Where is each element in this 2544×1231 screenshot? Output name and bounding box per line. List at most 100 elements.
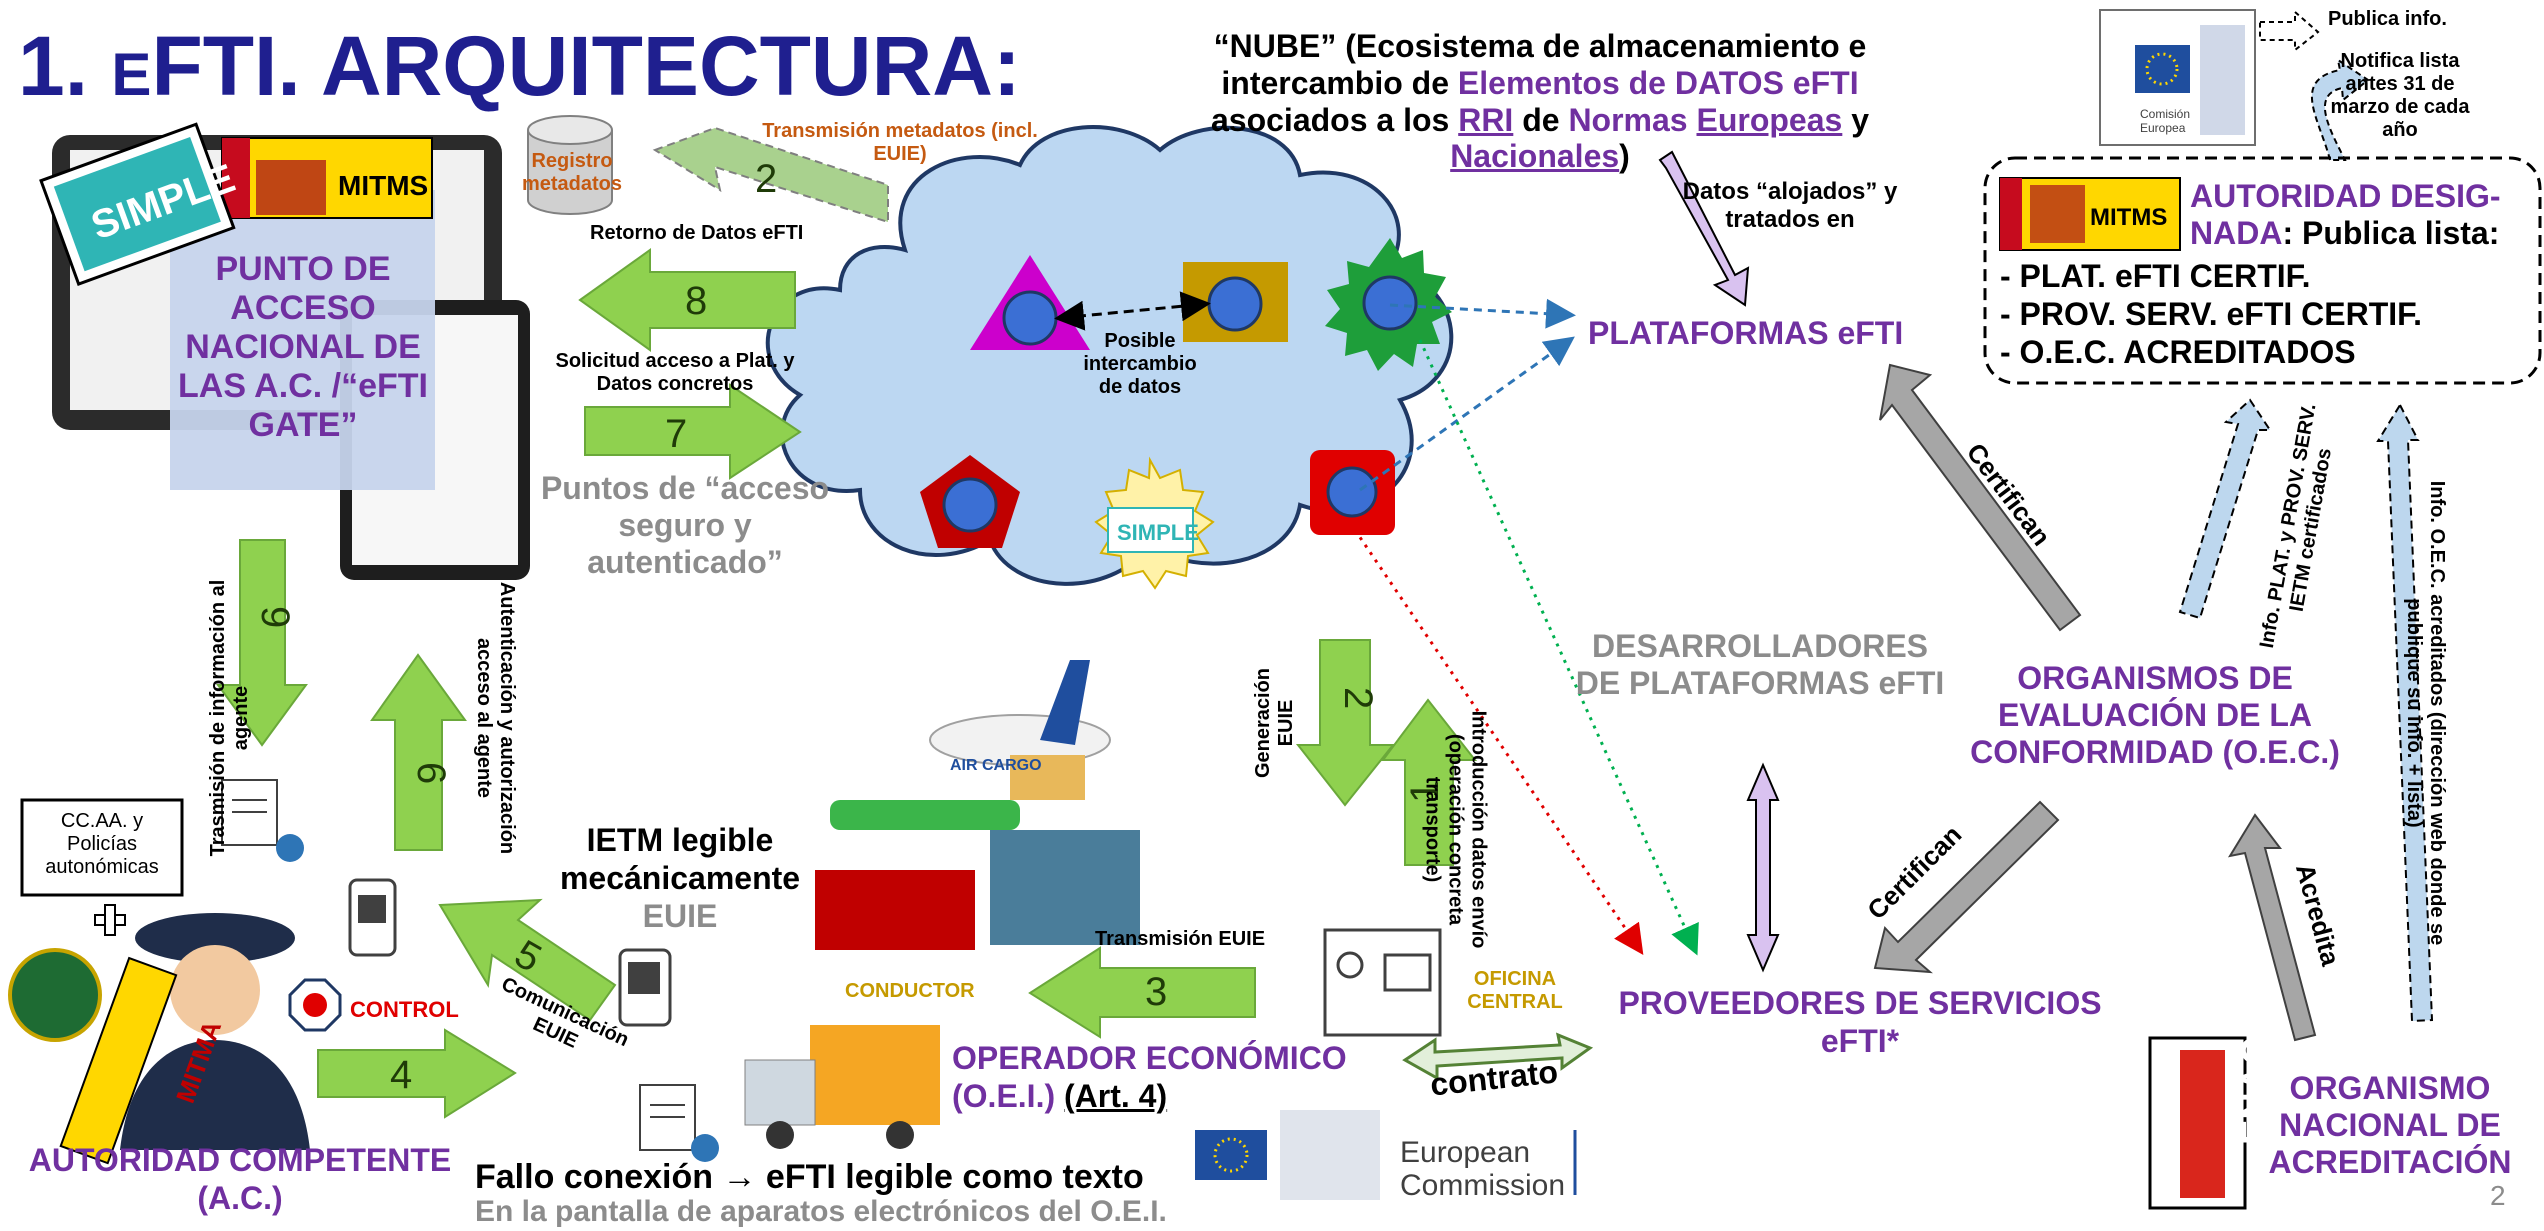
arrow-8-label: Retorno de Datos eFTI [590, 222, 804, 244]
arrow-2-euie-shape [1295, 639, 1396, 807]
autoridad-designada-title: AUTORIDAD DESIG-NADA: Publica lista: [2190, 178, 2501, 251]
desarrolladores-arrow [1746, 762, 1780, 973]
control-label: CONTROL [350, 997, 459, 1022]
arrow-1-shape [1381, 698, 1478, 866]
designada-item-2: - PROV. SERV. eFTI CERTIF. [2000, 296, 2423, 332]
database-cylinder-icon [527, 115, 613, 215]
autoridad-designada-box [1983, 156, 2542, 385]
ietm-line3: EUIE [642, 898, 718, 934]
plus-icon [94, 904, 126, 936]
secure-points-label: Puntos de “acceso seguro y autenticado” [540, 470, 830, 580]
notifica-arrow [2310, 57, 2370, 161]
comision-line1: Comisión [2140, 107, 2190, 121]
mitms-designada-text: MITMS [2090, 204, 2167, 231]
arrow-7-label: Solicitud acceso a Plat. y Datos concret… [555, 350, 795, 395]
document-check-icon-2 [639, 1084, 719, 1162]
ec-logo-line2: Commission [1400, 1169, 1565, 1202]
info-plat-arrow [2178, 398, 2272, 620]
arrow-3-number: 3 [1145, 970, 1167, 1014]
posible-intercambio-label: Posible intercambio de datos [1083, 330, 1197, 398]
arrow-2-mid-number: 2 [1336, 687, 1380, 709]
simple-seal-icon [1094, 456, 1215, 590]
european-commission-logo [1195, 1110, 1577, 1200]
fallo-text: Fallo conexión → eFTI legible como texto [475, 1158, 1144, 1196]
spain-flag-icon [221, 137, 433, 219]
pentagon-red-icon [920, 455, 1020, 548]
autoridad-line1: AUTORIDAD COMPETENTE [28, 1142, 452, 1178]
mitms-gate-text: MITMS [338, 170, 428, 201]
gate-title: PUNTO DE ACCESO NACIONAL DE LAS A.C. /“e… [178, 250, 428, 445]
arrow-8-shape [578, 248, 796, 352]
acredita-arrow [2227, 813, 2317, 1042]
square-gold-icon [1183, 262, 1288, 342]
cloud-header: “NUBE” (Ecosistema de almacenamiento e i… [1210, 28, 1869, 175]
designada-item-1: - PLAT. eFTI CERTIF. [2000, 258, 2311, 294]
proveedores-line2: eFTI* [1820, 1023, 1900, 1059]
ec-logo-line1: European [1400, 1136, 1530, 1169]
conductor-label: CONDUCTOR [845, 980, 975, 1002]
airplane-image [929, 660, 1111, 800]
publica-arrow [2259, 9, 2320, 53]
enac-label: ORGANISMO NACIONAL DE ACREDITACIÓN [2268, 1070, 2512, 1180]
arrow-9-number: 9 [253, 606, 297, 628]
phone-qr-icon [348, 878, 672, 1027]
arrow-7-shape [584, 383, 802, 480]
enac-logo-text: ENAC [2235, 1037, 2277, 1145]
arrow-2-top-label: Transmisión metadatos (incl. EUIE) [762, 120, 1038, 165]
datos-alojados-arrow [1658, 150, 1750, 307]
square-red-icon [1310, 450, 1395, 535]
fallo-sub: En la pantalla de aparatos electrónicos … [475, 1195, 1167, 1228]
info-oec-arrow [2376, 402, 2434, 1023]
truck-image [744, 1025, 940, 1149]
operador-line1: OPERADOR ECONÓMICO [952, 1040, 1347, 1076]
oec-label: ORGANISMOS DE EVALUACIÓN DE LA CONFORMID… [1970, 660, 2340, 770]
autoridad-line2: (A.C.) [197, 1180, 283, 1216]
simple-logo [39, 122, 236, 286]
arrow-2-mid-label: Generación EUIE [1252, 667, 1297, 779]
ccaa-box [20, 798, 184, 897]
arrow-4-number: 4 [390, 1053, 412, 1097]
redsquare-to-plataformas-arrow [1359, 336, 1575, 492]
mitma-badge [59, 956, 178, 1165]
datos-alojados-label: Datos “alojados” y tratados en [1682, 178, 1898, 233]
certifican-plataformas-arrow [1879, 363, 2082, 632]
arrow-6-number: 6 [409, 762, 453, 784]
oficina-central-label: OFICINA CENTRAL [1467, 968, 1563, 1013]
arrow-3-label: Transmisión EUIE [1095, 928, 1266, 950]
arrow-4-shape [317, 1028, 517, 1119]
arrow-1-number: 1 [1403, 781, 1447, 803]
desarrolladores-label: DESARROLLADORES DE PLATAFORMAS eFTI [1575, 628, 1945, 701]
air-cargo-text: AIR CARGO [950, 757, 1042, 774]
ietm-line1: IETM legible [586, 822, 774, 858]
arrow-6-label: Autenticación y autorización acceso al a… [473, 581, 518, 855]
gear-green-icon [1325, 238, 1452, 371]
certifican-proveedores-arrow [1873, 800, 2060, 974]
ccaa-label: CC.AA. y Policías autonómicas [45, 810, 159, 878]
operador-line2: (O.E.I.) (Art. 4) [952, 1078, 1168, 1114]
comision-europea-logo [2099, 9, 2256, 146]
arrow-7-number: 7 [665, 412, 687, 456]
arrow-9-shape [216, 539, 308, 747]
contrato-arrow [1402, 1032, 1594, 1081]
arrow-8-number: 8 [685, 279, 707, 323]
arrow-5-shape [438, 898, 617, 1022]
page-number: 2 [2490, 1180, 2506, 1211]
plataformas-label: PLATAFORMAS eFTI [1588, 315, 1904, 351]
designada-item-3: - O.E.C. ACREDITADOS [2000, 334, 2356, 370]
mitms-designada-logo [1999, 177, 2181, 251]
registro-metadatos-label: Registro metadatos [521, 150, 623, 195]
arrow-6-shape [370, 653, 467, 851]
arrow-2-metadatos [652, 126, 889, 224]
comision-line2: Europea [2140, 121, 2186, 135]
info-oec-label: Info. O.E.C. acreditados (dirección web … [2403, 480, 2448, 946]
red-dotted-arrow [1353, 529, 1644, 955]
page-title: 1. EFTI. ARQUITECTURA: [18, 19, 1021, 113]
arrow-3-shape [1028, 946, 1256, 1039]
simple-seal-text: SIMPLE [1117, 520, 1199, 545]
guardia-civil-badge [8, 948, 102, 1042]
publica-info-label: Publica info. [2328, 8, 2447, 30]
arrow-9-label: Trasmisión de información al agente [207, 579, 252, 857]
green-dotted-arrow [1418, 339, 1699, 956]
enac-logo [2148, 1036, 2247, 1210]
